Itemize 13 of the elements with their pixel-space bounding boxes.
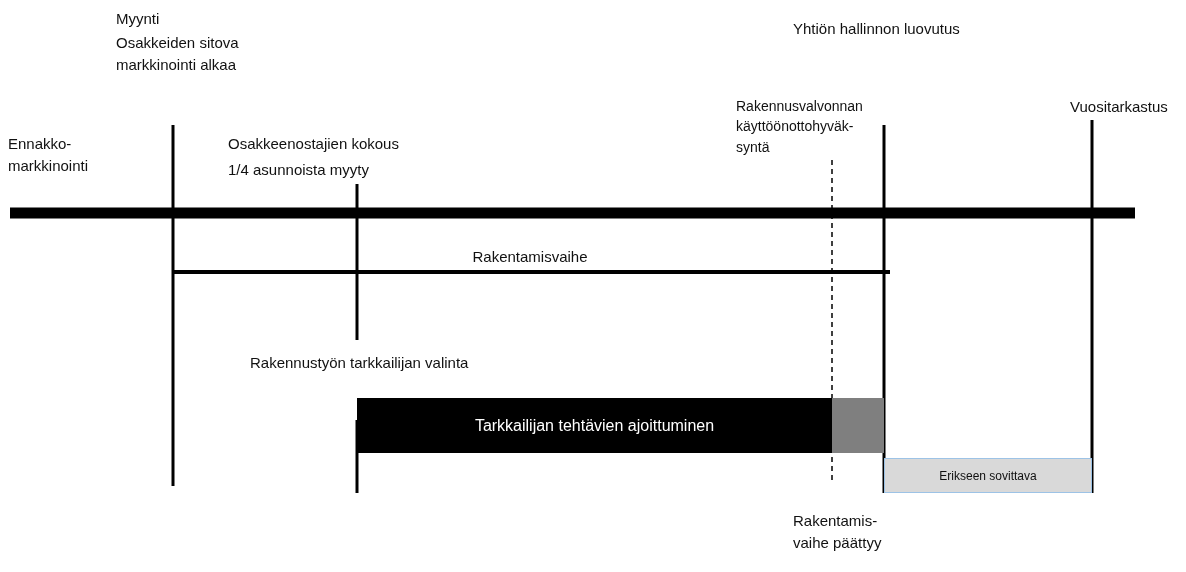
timeline-label: Rakennusvalvonnan käyttöönottohyväk-syntä	[736, 97, 864, 157]
timeline-label: Vuositarkastus	[1070, 97, 1169, 117]
timeline-label: Ennakko-markkinointi	[8, 134, 90, 176]
timeline-label: Yhtiön hallinnon luovutus	[793, 19, 961, 39]
timeline-label: Myynti	[116, 9, 161, 29]
timeline-label: Rakentamisvaihe	[471, 247, 589, 267]
timeline-label: Rakennustyön tarkkailijan valinta	[250, 353, 470, 373]
agreed-separately-bar: Erikseen sovittava	[884, 458, 1092, 493]
timeline-label: 1/4 asunnoista myyty	[228, 160, 370, 180]
task-timing-bar: Tarkkailijan tehtävien ajoittuminen	[357, 398, 884, 453]
timeline-label: Rakentamis-vaihe päättyy	[793, 511, 883, 553]
timeline-label: Osakkeenostajien kokous	[228, 134, 400, 154]
timeline-label: Osakkeiden sitova markkinointi alkaa	[116, 33, 240, 75]
